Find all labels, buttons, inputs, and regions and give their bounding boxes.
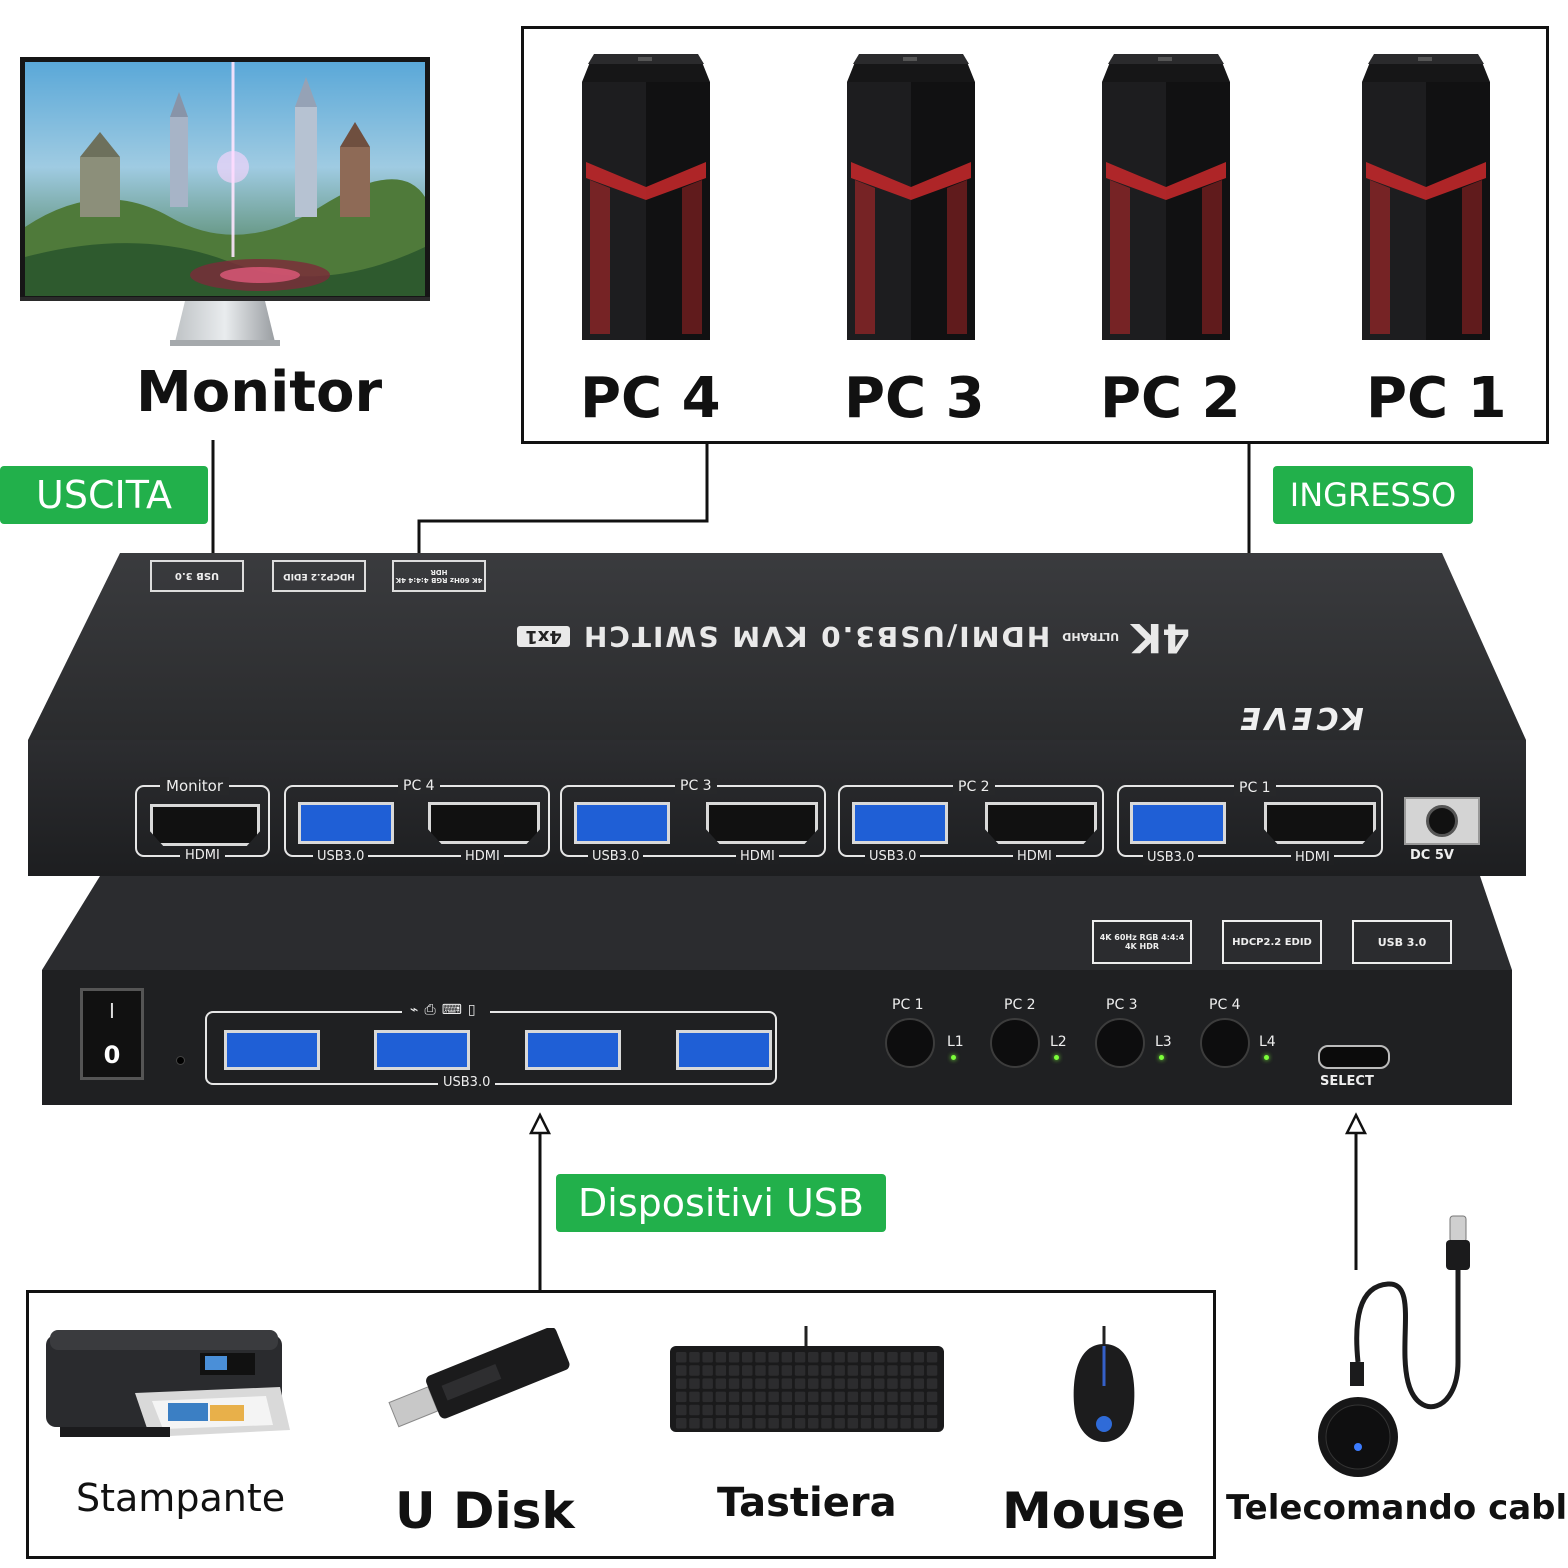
front-usb-port-4[interactable]: [676, 1030, 772, 1070]
front-btn-pc2-label: PC 2: [1004, 997, 1036, 1013]
dc-power-label: DC 5V: [1410, 848, 1454, 863]
front-led-l1: [951, 1055, 956, 1060]
rear-pc4-label: PC 4: [398, 778, 440, 794]
rear-pc2-label: PC 2: [953, 779, 995, 795]
front-led-l4: [1264, 1055, 1269, 1060]
front-usb-port-2[interactable]: [374, 1030, 470, 1070]
rear-pc3-hdmi-port[interactable]: [706, 802, 818, 844]
front-btn-pc3[interactable]: [1095, 1018, 1145, 1068]
pc-label-4: PC 4: [580, 366, 721, 431]
front-badge-hdcp: HDCP2.2 EDID: [1222, 920, 1322, 964]
pc-tower-3: [845, 52, 977, 342]
rear-pc3-label: PC 3: [675, 778, 717, 794]
monitor-illustration: [20, 57, 430, 346]
rear-pc3-usb-label: USB3.0: [588, 849, 644, 864]
front-btn-pc4[interactable]: [1200, 1018, 1250, 1068]
front-led-l1-label: L1: [947, 1034, 964, 1050]
printer-icon: ⎙: [424, 1002, 442, 1018]
front-usb-icons: ⌁⎙⌨▯: [402, 1002, 490, 1018]
front-led-l3: [1159, 1055, 1164, 1060]
device-label-udisk: U Disk: [395, 1482, 575, 1540]
rear-pc2-hdmi-label: HDMI: [1013, 849, 1056, 864]
power-switch-off-label: 0: [103, 1041, 121, 1069]
rear-pc3-hdmi-label: HDMI: [736, 849, 779, 864]
pc-tower-illustration: [582, 54, 710, 340]
rear-pc4-hdmi-label: HDMI: [461, 849, 504, 864]
mouse-illustration: [1073, 1326, 1135, 1442]
monitor-label: Monitor: [136, 360, 383, 425]
pc-tower-illustration: [1102, 54, 1230, 340]
front-usb-label: USB3.0: [438, 1075, 496, 1090]
pc-tower-illustration: [1362, 54, 1490, 340]
device-label-mouse: Mouse: [1002, 1482, 1186, 1540]
rear-pc1-hdmi-label: HDMI: [1291, 850, 1334, 865]
front-btn-pc2[interactable]: [990, 1018, 1040, 1068]
rear-pc3-usb-port[interactable]: [574, 802, 670, 844]
power-rocker-switch[interactable]: I 0: [80, 988, 144, 1080]
keyboard-icon: ⌨: [441, 1002, 468, 1018]
mouse-cable-icon: ⌁: [410, 1002, 425, 1018]
power-switch-on-label: I: [109, 999, 115, 1023]
front-usb-port-3[interactable]: [525, 1030, 621, 1070]
wired-remote-illustration: [1318, 1215, 1470, 1477]
select-port[interactable]: [1318, 1045, 1390, 1069]
front-badge-usb: USB 3.0: [1352, 920, 1452, 964]
reset-pinhole[interactable]: [176, 1056, 185, 1065]
pc-tower-4: [580, 52, 712, 342]
rear-pc2-usb-port[interactable]: [852, 802, 948, 844]
pc-label-1: PC 1: [1366, 366, 1507, 431]
front-btn-pc4-label: PC 4: [1209, 997, 1241, 1013]
rear-pc2-usb-label: USB3.0: [865, 849, 921, 864]
usb-disk-illustration: [388, 1328, 570, 1428]
front-badge-4k: 4K 60Hz RGB 4:4:4 4K HDR: [1092, 920, 1192, 964]
select-port-label: SELECT: [1320, 1074, 1374, 1089]
front-led-l4-label: L4: [1259, 1034, 1276, 1050]
printer-illustration: [46, 1330, 290, 1437]
pc-tower-illustration: [847, 54, 975, 340]
pc-tower-1: [1360, 52, 1492, 342]
remote-label: Telecomando cablato: [1226, 1488, 1568, 1528]
pc-label-3: PC 3: [844, 366, 985, 431]
rear-pc4-hdmi-port[interactable]: [428, 802, 540, 844]
rear-monitor-label: Monitor: [160, 777, 230, 795]
rear-pc1-usb-label: USB3.0: [1143, 850, 1199, 865]
front-btn-pc1-label: PC 1: [892, 997, 924, 1013]
front-btn-pc1[interactable]: [885, 1018, 935, 1068]
rear-pc4-usb-label: USB3.0: [313, 849, 369, 864]
rear-pc4-usb-port[interactable]: [298, 802, 394, 844]
pc-tower-2: [1100, 52, 1232, 342]
front-led-l2-label: L2: [1050, 1034, 1067, 1050]
device-label-keyboard: Tastiera: [717, 1480, 897, 1526]
rear-monitor-hdmi-port[interactable]: [150, 804, 260, 846]
rear-pc1-usb-port[interactable]: [1130, 802, 1226, 844]
dc-jack-hole-icon: [1426, 805, 1458, 837]
mouse-icon: ▯: [467, 1002, 482, 1018]
dc-power-jack[interactable]: [1404, 797, 1480, 845]
keyboard-illustration: [670, 1326, 944, 1432]
front-btn-pc3-label: PC 3: [1106, 997, 1138, 1013]
usb-devices-tag: Dispositivi USB: [556, 1174, 886, 1232]
pc-label-2: PC 2: [1100, 366, 1241, 431]
device-label-printer: Stampante: [76, 1476, 286, 1520]
input-tag: INGRESSO: [1273, 466, 1473, 524]
front-led-l2: [1054, 1055, 1059, 1060]
front-led-l3-label: L3: [1155, 1034, 1172, 1050]
front-usb-port-1[interactable]: [224, 1030, 320, 1070]
monitor-image: [20, 57, 430, 352]
rear-pc1-label: PC 1: [1234, 780, 1276, 796]
rear-pc2-hdmi-port[interactable]: [985, 802, 1097, 844]
rear-monitor-hdmi-label: HDMI: [180, 848, 225, 863]
rear-pc1-hdmi-port[interactable]: [1264, 802, 1376, 844]
output-tag: USCITA: [0, 466, 208, 524]
